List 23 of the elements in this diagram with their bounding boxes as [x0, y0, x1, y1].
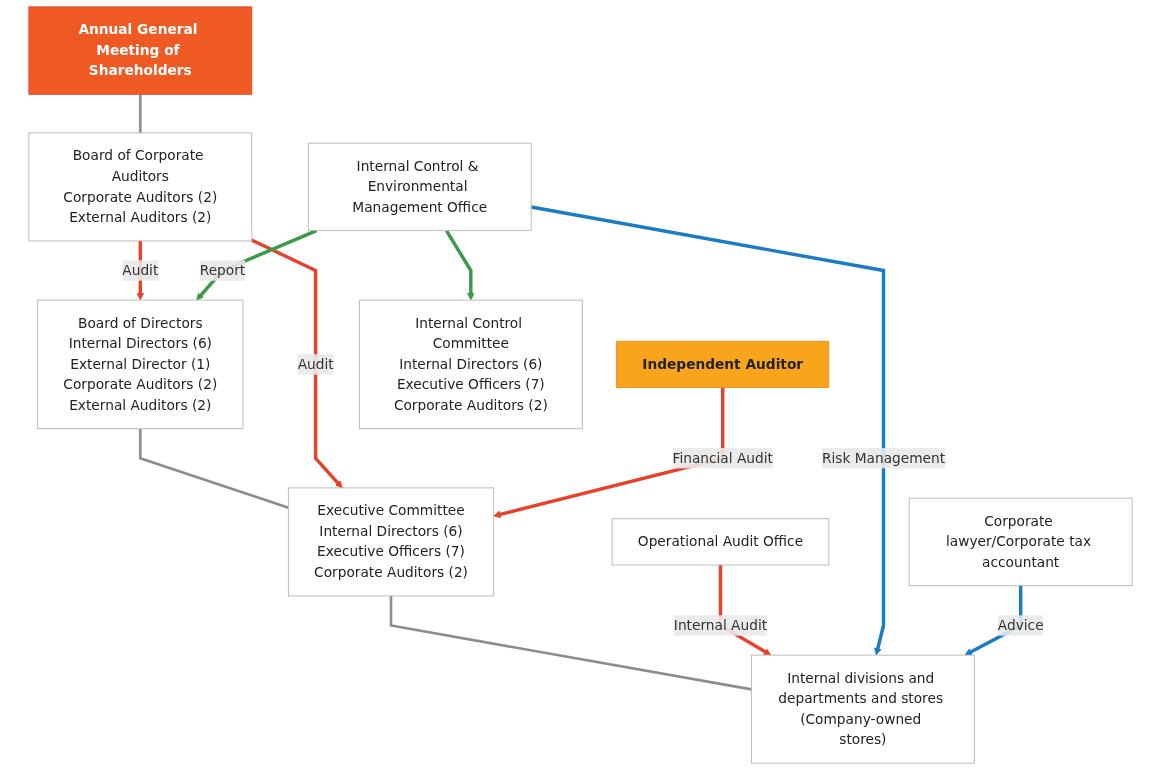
edge-label: Report	[199, 261, 246, 279]
connector	[389, 595, 752, 691]
arrow	[251, 238, 343, 489]
node-box: Internal Control Committee Internal Directors (6) Executive Officers (7) Corporate Auditors (2)	[358, 299, 583, 430]
edge-label: Advice	[997, 616, 1044, 634]
edge-label: Internal Audit	[673, 616, 768, 634]
edge-label: Audit	[297, 355, 334, 373]
node-box: Board of Directors Internal Directors (6) External Director (1) Corporate Auditors (2) External Auditors (2)	[37, 299, 244, 430]
node-box: Internal Control & Environmental Management Office	[307, 142, 532, 232]
node-box: Executive Committee Internal Directors (6) Executive Officers (7) Corporate Auditors (2)	[287, 487, 495, 597]
node-box: Annual General Meeting of Shareholders	[28, 6, 253, 95]
connector	[139, 94, 142, 133]
node-box: Corporate lawyer/Corporate tax accountant	[908, 497, 1133, 587]
node-box: Board of Corporate Auditors Corporate Auditors (2) External Auditors (2)	[28, 132, 253, 242]
edge-label: Financial Audit	[672, 449, 773, 467]
arrow	[196, 229, 318, 301]
arrow	[445, 229, 475, 301]
node-box: Independent Auditor	[616, 340, 830, 388]
node-box: Internal divisions and departments and stores (Company-owned stores)	[751, 654, 975, 764]
connector	[139, 428, 289, 509]
edge-label: Audit	[122, 261, 159, 279]
edge-label: Risk Management	[821, 449, 946, 467]
node-box: Operational Audit Office	[611, 518, 830, 566]
